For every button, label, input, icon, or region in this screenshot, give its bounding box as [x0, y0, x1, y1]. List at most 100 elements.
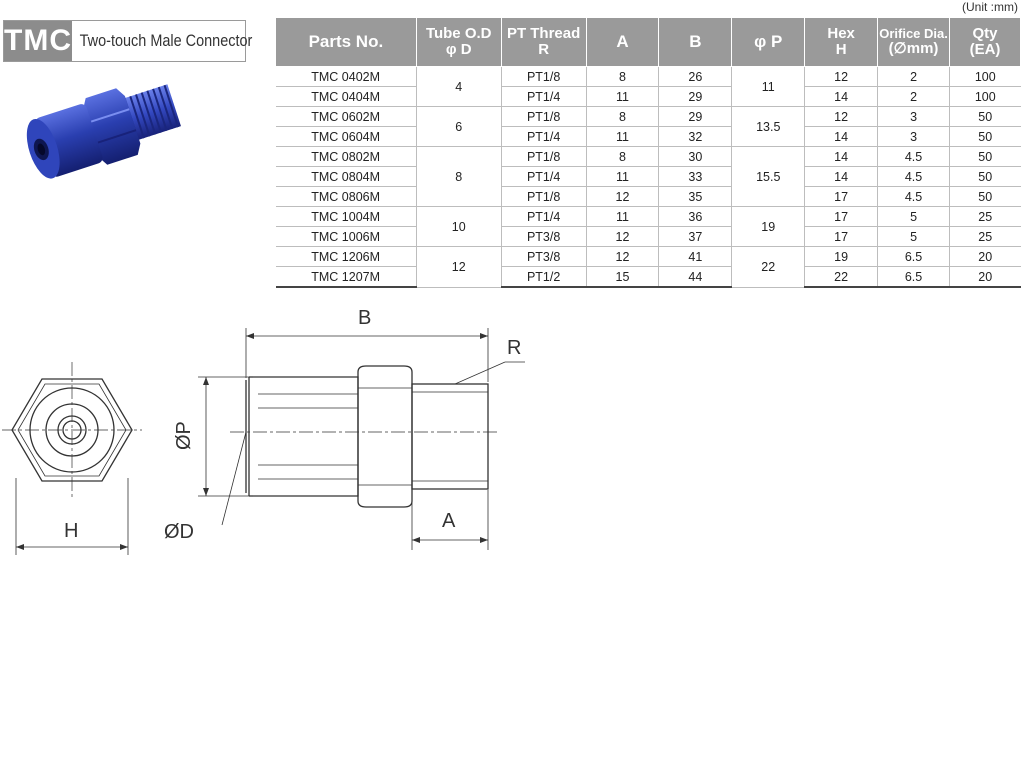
- cell-part: TMC 0402M: [275, 66, 417, 87]
- cell-thread: PT1/4: [501, 126, 587, 147]
- cell-qty: 50: [949, 166, 1021, 187]
- cell-thread: PT3/8: [501, 226, 587, 247]
- cell-qty: 50: [949, 126, 1021, 147]
- cell-orifice: 4.5: [877, 146, 951, 167]
- cell-a: 8: [586, 106, 660, 127]
- cell-qty: 20: [949, 266, 1021, 288]
- cell-a: 11: [586, 126, 660, 147]
- cell-hex: 17: [804, 186, 879, 207]
- cell-part: TMC 0404M: [275, 86, 417, 107]
- cell-hex: 14: [804, 86, 879, 107]
- product-code: TMC: [4, 21, 72, 61]
- cell-p: 22: [731, 246, 806, 288]
- cell-qty: 100: [949, 86, 1021, 107]
- cell-orifice: 4.5: [877, 166, 951, 187]
- label-b: B: [358, 307, 371, 329]
- cell-b: 41: [658, 246, 733, 267]
- cell-thread: PT1/8: [501, 146, 587, 167]
- cell-a: 12: [586, 226, 660, 247]
- cell-hex: 17: [804, 206, 879, 227]
- cell-b: 26: [658, 66, 733, 87]
- cell-a: 11: [586, 206, 660, 227]
- cell-thread: PT1/4: [501, 206, 587, 227]
- cell-tube: 4: [416, 66, 502, 107]
- cell-thread: PT1/4: [501, 86, 587, 107]
- cell-part: TMC 0806M: [275, 186, 417, 207]
- cell-part: TMC 0602M: [275, 106, 417, 127]
- cell-orifice: 2: [877, 66, 951, 87]
- hex-end-view: [2, 362, 142, 498]
- cell-thread: PT1/8: [501, 66, 587, 87]
- cell-hex: 19: [804, 246, 879, 267]
- cell-b: 33: [658, 166, 733, 187]
- side-view: [230, 365, 500, 508]
- cell-qty: 50: [949, 106, 1021, 127]
- cell-qty: 100: [949, 66, 1021, 87]
- header-p: φ P: [731, 17, 806, 67]
- table-row: TMC 1206M 12 PT3/8 12 41 22 19 6.5 20: [275, 246, 1021, 288]
- table-row: TMC 0402M 4 PT1/8 8 26 11 12 2 100: [275, 66, 1021, 107]
- cell-part: TMC 1004M: [275, 206, 417, 227]
- cell-orifice: 5: [877, 226, 951, 247]
- cell-part: TMC 1206M: [275, 246, 417, 267]
- cell-part: TMC 0802M: [275, 146, 417, 167]
- cell-a: 15: [586, 266, 660, 288]
- cell-hex: 17: [804, 226, 879, 247]
- cell-hex: 12: [804, 106, 879, 127]
- cell-orifice: 3: [877, 126, 951, 147]
- cell-hex: 12: [804, 66, 879, 87]
- table-row: TMC 0604M PT1/4 11 32 14 3 50: [275, 126, 1021, 147]
- table-row: TMC 0806M PT1/8 12 35 17 4.5 50: [275, 186, 1021, 207]
- cell-hex: 14: [804, 146, 879, 167]
- cell-orifice: 6.5: [877, 266, 951, 288]
- label-a: A: [442, 510, 456, 532]
- table-row: TMC 0804M PT1/4 11 33 14 4.5 50: [275, 166, 1021, 187]
- table-row: TMC 0404M PT1/4 11 29 14 2 100: [275, 86, 1021, 107]
- label-d: ØD: [164, 521, 194, 543]
- cell-p: 11: [731, 66, 806, 107]
- table-row: TMC 1006M PT3/8 12 37 17 5 25: [275, 226, 1021, 247]
- cell-orifice: 3: [877, 106, 951, 127]
- header-a: A: [585, 17, 660, 67]
- cell-part: TMC 1006M: [275, 226, 417, 247]
- label-h: H: [64, 520, 78, 542]
- cell-thread: PT1/8: [501, 106, 587, 127]
- cell-p: 13.5: [731, 106, 806, 147]
- cell-b: 29: [658, 86, 733, 107]
- cell-part: TMC 0804M: [275, 166, 417, 187]
- cell-a: 8: [586, 146, 660, 167]
- label-p: ØP: [173, 421, 195, 450]
- cell-b: 35: [658, 186, 733, 207]
- header-qty: Qty(EA): [949, 17, 1021, 67]
- cell-part: TMC 0604M: [275, 126, 417, 147]
- cell-tube: 6: [416, 106, 502, 147]
- table-row: TMC 0602M 6 PT1/8 8 29 13.5 12 3 50: [275, 106, 1021, 147]
- header-parts-no: Parts No.: [275, 17, 417, 67]
- cell-orifice: 5: [877, 206, 951, 227]
- cell-tube: 10: [416, 206, 502, 247]
- cell-qty: 20: [949, 246, 1021, 267]
- cell-a: 8: [586, 66, 660, 87]
- cell-tube: 12: [416, 246, 502, 288]
- cell-thread: PT1/4: [501, 166, 587, 187]
- cell-qty: 50: [949, 146, 1021, 167]
- technical-drawing: H B R ØP ØD A: [2, 307, 525, 555]
- cell-qty: 25: [949, 206, 1021, 227]
- header-b: B: [658, 17, 733, 67]
- cell-a: 11: [586, 86, 660, 107]
- cell-part: TMC 1207M: [275, 266, 417, 288]
- cell-thread: PT1/8: [501, 186, 587, 207]
- product-title-box: TMC Two-touch Male Connector: [3, 20, 252, 62]
- cell-a: 12: [586, 246, 660, 267]
- cell-hex: 14: [804, 166, 879, 187]
- cell-a: 11: [586, 166, 660, 187]
- cell-hex: 14: [804, 126, 879, 147]
- cell-b: 36: [658, 206, 733, 227]
- cell-b: 32: [658, 126, 733, 147]
- table-row: TMC 1207M PT1/2 15 44 22 6.5 20: [275, 266, 1021, 288]
- cell-qty: 25: [949, 226, 1021, 247]
- table-row: TMC 1004M 10 PT1/4 11 36 19 17 5 25: [275, 206, 1021, 247]
